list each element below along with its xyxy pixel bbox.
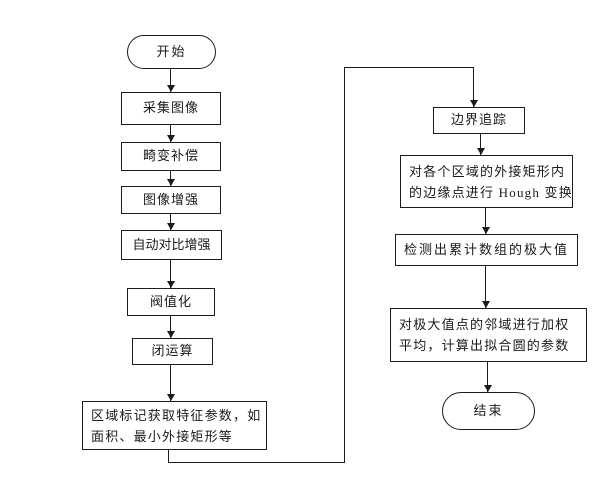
node-region-labeling: 区域标记获取特征参数，如 面积、最小外接矩形等 bbox=[82, 401, 267, 450]
node-start: 开始 bbox=[127, 35, 216, 69]
node-label: 结束 bbox=[473, 402, 504, 418]
node-closing-operation: 闭运算 bbox=[132, 338, 213, 365]
node-hough-transform: 对各个区域的外接矩形内 的边缘点进行 Hough 变换 bbox=[400, 155, 573, 208]
node-label: 图像增强 bbox=[142, 191, 199, 207]
flow-arrow-weighted-to-end bbox=[483, 362, 492, 392]
node-label-line1: 对极大值点的邻域进行加权 bbox=[399, 317, 570, 332]
node-label-line1: 区域标记获取特征参数，如 bbox=[91, 407, 262, 423]
node-label: 畸变补偿 bbox=[142, 148, 199, 164]
node-label-line2: 的边缘点进行 Hough 变换 bbox=[409, 184, 573, 200]
connector-bottom-horizontal-segment bbox=[168, 462, 345, 463]
flow-arrow-capture-to-distortion bbox=[166, 125, 175, 142]
node-image-enhancement: 图像增强 bbox=[121, 186, 221, 214]
node-label: 开始 bbox=[156, 43, 187, 59]
flow-arrow-threshold-to-closing bbox=[166, 316, 175, 338]
flow-arrow-closing-to-region bbox=[166, 365, 175, 401]
node-detect-accumulator-maxima: 检测出累计数组的极大值 bbox=[395, 234, 578, 266]
flow-arrow-start-to-capture bbox=[166, 69, 175, 92]
node-label-line2: 面积、最小外接矩形等 bbox=[91, 428, 234, 444]
node-label: 检测出累计数组的极大值 bbox=[403, 241, 569, 257]
node-label: 闭运算 bbox=[151, 343, 194, 359]
node-auto-contrast-enhancement: 自动对比增强 bbox=[121, 230, 222, 260]
flow-arrow-maxima-to-weighted bbox=[481, 266, 490, 308]
node-thresholding: 阀值化 bbox=[127, 288, 215, 316]
node-distortion-compensation: 畸变补偿 bbox=[121, 142, 221, 171]
connector-top-horizontal-segment bbox=[344, 67, 474, 68]
flow-arrow-hough-to-maxima bbox=[481, 208, 490, 234]
node-capture-image: 采集图像 bbox=[121, 92, 221, 125]
node-boundary-tracking: 边界追踪 bbox=[433, 107, 525, 134]
connector-region-down-segment bbox=[168, 450, 169, 463]
flow-arrow-region-to-boundary bbox=[469, 68, 478, 107]
node-label: 采集图像 bbox=[142, 100, 199, 116]
node-weighted-average-fit-circle: 对极大值点的邻域进行加权 平均，计算出拟合圆的参数 bbox=[390, 308, 587, 362]
connector-up-vertical-segment bbox=[344, 67, 345, 463]
node-label-line2: 平均，计算出拟合圆的参数 bbox=[399, 338, 570, 353]
node-label: 阀值化 bbox=[149, 293, 192, 309]
node-end: 结束 bbox=[442, 392, 535, 430]
flow-arrow-boundary-to-hough bbox=[476, 134, 485, 155]
node-label: 自动对比增强 bbox=[132, 236, 211, 252]
flow-arrow-contrast-to-threshold bbox=[166, 260, 175, 288]
node-label-line1: 对各个区域的外接矩形内 bbox=[409, 163, 566, 179]
node-label: 边界追踪 bbox=[450, 112, 507, 128]
flow-arrow-distortion-to-enhance bbox=[166, 171, 175, 186]
flow-arrow-enhance-to-contrast bbox=[166, 214, 175, 230]
